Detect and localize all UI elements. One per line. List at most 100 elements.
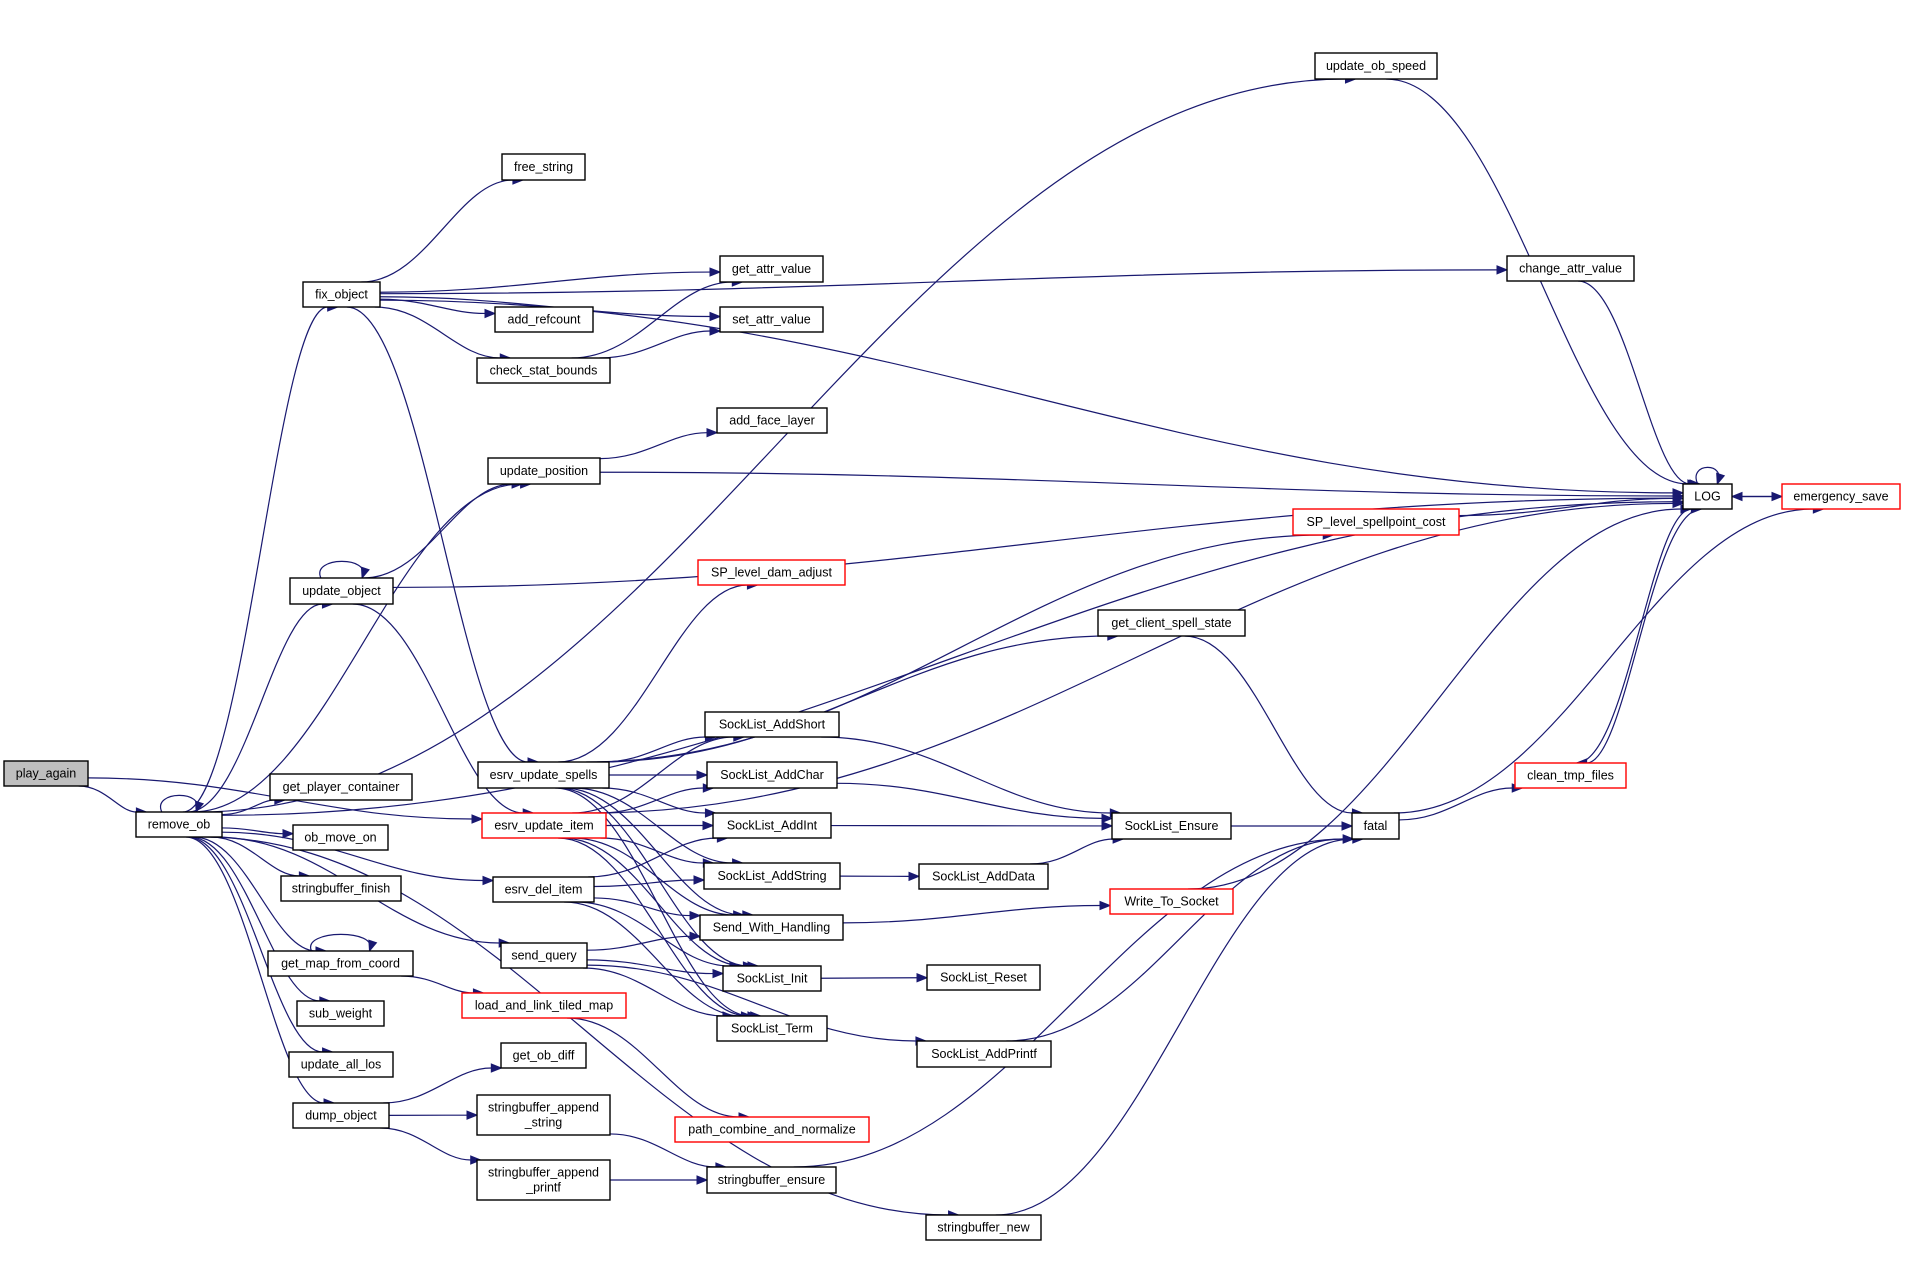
edge-update-object-to-log [392, 493, 1685, 589]
node-label: sub_weight [309, 1007, 373, 1021]
arrowhead-icon [702, 820, 715, 831]
edge-line [564, 901, 742, 1017]
node-update-all-los[interactable]: update_all_los [288, 1051, 394, 1078]
node-esrv-del-item[interactable]: esrv_del_item [492, 876, 595, 903]
node-sub-weight[interactable]: sub_weight [296, 1000, 385, 1027]
node-label: set_attr_value [732, 313, 811, 327]
node-sp-level-spellpoint-cost[interactable]: SP_level_spellpoint_cost [1292, 508, 1460, 536]
node-get-client-spell-state[interactable]: get_client_spell_state [1097, 609, 1246, 637]
arrowhead-icon [689, 931, 702, 942]
node-stringbuffer-ensure[interactable]: stringbuffer_ensure [706, 1166, 837, 1194]
node-box [716, 1015, 828, 1042]
node-socklist-addchar[interactable]: SockList_AddChar [706, 761, 838, 789]
node-label: SockList_Term [731, 1022, 813, 1036]
node-send-with-handling[interactable]: Send_With_Handling [699, 914, 844, 941]
edge-send-query-to-socklist-init [586, 959, 725, 979]
node-free-string[interactable]: free_string [501, 153, 586, 181]
node-update-object[interactable]: update_object [289, 577, 394, 605]
arrowhead-icon [1716, 472, 1726, 486]
node-emergency-save[interactable]: emergency_save [1781, 483, 1901, 510]
edge-get-map-from-coord-to-get-map-from-coord [310, 933, 378, 953]
node-write-to-socket[interactable]: Write_To_Socket [1109, 888, 1234, 915]
node-socklist-init[interactable]: SockList_Init [722, 965, 822, 992]
edge-line [1393, 508, 1814, 814]
edge-socklist-addstring-to-socklist-adddata [839, 871, 921, 882]
node-update-position[interactable]: update_position [487, 457, 601, 485]
node-stringbuffer-append-printf[interactable]: stringbuffer_append_printf [476, 1159, 611, 1201]
edge-line [187, 603, 323, 813]
node-box [3, 760, 89, 787]
node-socklist-term[interactable]: SockList_Term [716, 1015, 828, 1042]
edge-line [1586, 508, 1702, 764]
node-update-ob-speed[interactable]: update_ob_speed [1314, 52, 1438, 80]
node-load-and-link-tiled-map[interactable]: load_and_link_tiled_map [461, 992, 627, 1019]
node-label: SockList_AddChar [720, 768, 824, 782]
node-label: get_map_from_coord [281, 957, 400, 971]
node-fix-object[interactable]: fix_object [302, 281, 381, 308]
node-path-combine-and-normalize[interactable]: path_combine_and_normalize [674, 1116, 870, 1143]
node-socklist-adddata[interactable]: SockList_AddData [918, 863, 1049, 890]
node-get-attr-value[interactable]: get_attr_value [719, 255, 824, 283]
node-esrv-update-spells[interactable]: esrv_update_spells [477, 761, 610, 789]
edge-line [820, 977, 918, 979]
arrowhead-icon [368, 939, 378, 953]
nodes-layer: play_again remove_ob fix_object free_string… [3, 52, 1901, 1241]
node-remove-ob[interactable]: remove_ob [135, 811, 223, 838]
node-box [477, 761, 610, 789]
node-change-attr-value[interactable]: change_attr_value [1506, 255, 1635, 282]
node-send-query[interactable]: send_query [500, 942, 588, 969]
node-socklist-ensure[interactable]: SockList_Ensure [1111, 812, 1232, 840]
edge-line [593, 879, 695, 888]
node-sp-level-dam-adjust[interactable]: SP_level_dam_adjust [697, 559, 846, 586]
node-box [492, 876, 595, 903]
node-box [267, 950, 414, 977]
edge-esrv-update-spells-to-socklist-addchar [609, 770, 709, 780]
arrowhead-icon [696, 770, 709, 780]
edge-fatal-to-clean-tmp-files [1398, 783, 1524, 821]
node-label: stringbuffer_ensure [718, 1173, 826, 1187]
node-fatal[interactable]: fatal [1351, 812, 1400, 840]
node-label: send_query [511, 949, 577, 963]
edge-line [562, 837, 744, 967]
node-stringbuffer-finish[interactable]: stringbuffer_finish [280, 875, 402, 902]
arrowhead-icon [908, 871, 921, 882]
node-esrv-update-item[interactable]: esrv_update_item [481, 812, 607, 839]
edge-esrv-del-item-to-socklist-addstring [593, 875, 706, 888]
node-label: get_ob_diff [513, 1049, 575, 1063]
node-label: ob_move_on [304, 831, 376, 845]
node-get-ob-diff[interactable]: get_ob_diff [500, 1042, 587, 1069]
node-socklist-addprintf[interactable]: SockList_AddPrintf [916, 1040, 1052, 1068]
node-socklist-reset[interactable]: SockList_Reset [926, 964, 1041, 991]
edge-log-to-clean-tmp-files [1575, 508, 1702, 768]
node-clean-tmp-files[interactable]: clean_tmp_files [1514, 762, 1627, 789]
node-socklist-addint[interactable]: SockList_AddInt [712, 812, 832, 839]
node-socklist-addshort[interactable]: SockList_AddShort [704, 711, 840, 738]
arrowhead-icon [1101, 813, 1114, 824]
node-socklist-addstring[interactable]: SockList_AddString [703, 862, 841, 890]
node-add-refcount[interactable]: add_refcount [494, 306, 594, 333]
node-get-map-from-coord[interactable]: get_map_from_coord [267, 950, 414, 977]
edge-line [575, 901, 730, 967]
edge-esrv-update-item-to-log [588, 498, 1685, 814]
node-box [487, 457, 601, 485]
edge-line [392, 497, 1674, 589]
edge-update-object-to-update-position [363, 479, 524, 579]
node-stringbuffer-append-string[interactable]: stringbuffer_append_string [476, 1094, 611, 1136]
arrowhead-icon [712, 968, 725, 979]
node-log[interactable]: LOG [1682, 483, 1733, 510]
node-box [925, 1214, 1042, 1241]
edge-line [221, 799, 275, 816]
node-play-again[interactable]: play_again [3, 760, 89, 787]
node-set-attr-value[interactable]: set_attr_value [719, 306, 824, 333]
node-label: update_object [302, 584, 381, 598]
edge-line [159, 794, 199, 813]
node-label: esrv_update_item [494, 819, 593, 833]
node-get-player-container[interactable]: get_player_container [269, 773, 413, 801]
edge-socklist-addshort-to-socklist-ensure [821, 736, 1122, 818]
node-label: stringbuffer_append [488, 1166, 599, 1180]
node-check-stat-bounds[interactable]: check_stat_bounds [476, 357, 611, 384]
node-stringbuffer-new[interactable]: stringbuffer_new [925, 1214, 1042, 1241]
node-dump-object[interactable]: dump_object [292, 1102, 390, 1129]
node-add-face-layer[interactable]: add_face_layer [716, 407, 828, 434]
node-ob-move-on[interactable]: ob_move_on [292, 824, 389, 851]
